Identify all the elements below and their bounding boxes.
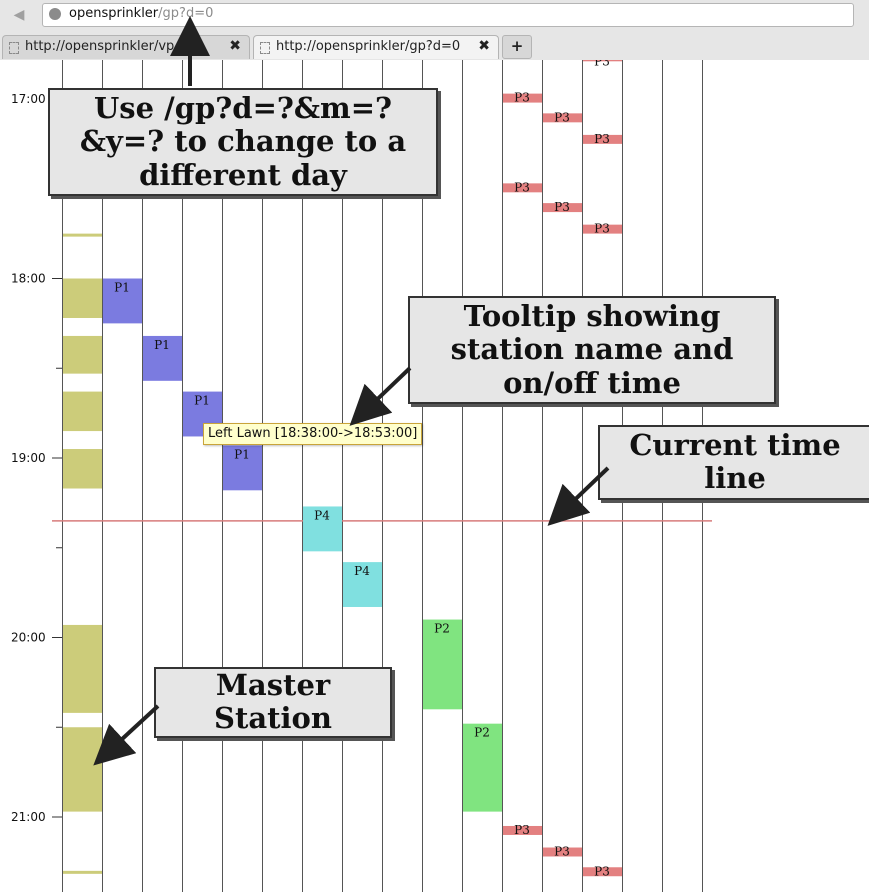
browser-toolbar: ◀ opensprinkler/gp?d=0 http://opensprink… [0,0,869,60]
time-label: 20:00 [11,631,46,645]
program-block-p2 [463,723,502,812]
time-label: 18:00 [11,272,46,286]
program-block-p1 [223,445,262,491]
tab-gp[interactable]: http://opensprinkler/gp?d=0 ✖ [253,35,499,59]
callout-change-day: Use /gp?d=?&m=?&y=? to change to a diffe… [48,88,438,197]
program-block-p4 [343,562,382,607]
close-tab-icon[interactable]: ✖ [229,38,241,54]
program-label: P2 [474,726,490,740]
page-icon [9,42,19,54]
address-text: opensprinkler/gp?d=0 [69,6,213,21]
program-block-p1 [143,335,182,381]
master-station-block [63,449,102,489]
tab-vp[interactable]: http://opensprinkler/vp ✖ [2,35,250,59]
callout-tooltip: Tooltip showing station name and on/off … [408,296,776,405]
time-label: 19:00 [11,451,46,465]
program-block-p3 [583,60,622,62]
program-label: P1 [154,338,170,352]
program-block-p3 [543,113,582,123]
program-label: P3 [594,222,610,236]
program-label: P1 [234,447,250,461]
station-tooltip: Left Lawn [18:38:00->18:53:00] [203,423,423,445]
time-label: 17:00 [11,92,46,106]
program-block-p3 [503,183,542,193]
program-block-p3 [543,203,582,213]
time-label: 21:00 [11,810,46,824]
back-button[interactable]: ◀ [13,7,25,23]
program-label: P3 [514,180,530,194]
globe-icon [49,8,61,20]
program-block-p4 [303,506,342,552]
program-label: P3 [594,864,610,878]
tab-label: http://opensprinkler/vp [25,39,175,54]
master-station-block [63,391,102,432]
new-tab-button[interactable]: + [502,35,532,59]
url-host: opensprinkler [69,6,159,21]
address-bar[interactable]: opensprinkler/gp?d=0 [42,3,854,27]
program-block-p3 [583,134,622,144]
program-block-p3 [543,847,582,857]
program-label: P1 [114,281,130,295]
program-block-p3 [503,93,542,103]
master-station-block [63,727,102,812]
program-block-p2 [423,619,462,710]
program-label: P3 [554,845,570,859]
master-station-block [63,335,102,374]
program-label: P4 [354,564,370,578]
program-block-p3 [583,867,622,877]
program-label: P1 [194,394,210,408]
program-label: P4 [314,508,330,522]
program-label: P3 [594,132,610,146]
program-label: P3 [554,110,570,124]
program-block-p1 [103,278,142,324]
program-label: P3 [514,91,530,105]
close-tab-icon[interactable]: ✖ [478,38,490,54]
program-label: P3 [554,200,570,214]
callout-master-station: Master Station [154,667,392,738]
tab-label: http://opensprinkler/gp?d=0 [276,39,461,54]
master-station-block [63,233,102,237]
program-block-p3 [503,825,542,835]
master-station-block [63,278,102,318]
time-axis: 17:00 18:00 19:00 20:00 21:00 [11,92,46,824]
master-station-block [63,870,102,874]
program-label: P2 [434,622,450,636]
program-block-p3 [583,224,622,234]
master-station-block [63,624,102,713]
url-path: /gp?d=0 [158,6,214,21]
program-label: P3 [594,60,610,69]
callout-current-time: Current time line [598,425,869,500]
program-label: P3 [514,823,530,837]
page-icon [260,42,270,54]
